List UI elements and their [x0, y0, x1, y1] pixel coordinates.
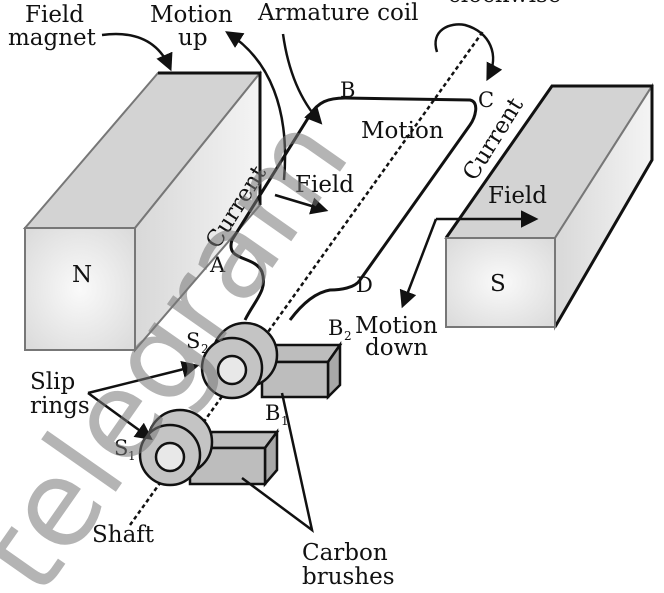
south-pole-label: S: [490, 271, 506, 297]
carbon-brushes-pointer: [241, 392, 314, 533]
b1-subscript: 1: [281, 414, 289, 428]
b2-label: B: [328, 316, 343, 340]
field-right-label: Field: [488, 183, 547, 209]
slip-rings-arrow-s1: [87, 391, 153, 441]
south-magnet-face: [445, 237, 556, 328]
carbon-brushes-label-line1: Carbon: [302, 540, 388, 566]
north-magnet: N: [22, 70, 263, 353]
slip-rings-label-line2: rings: [30, 393, 90, 419]
motion-up-label-line2: up: [178, 25, 208, 51]
clockwise-label: clockwise: [448, 0, 561, 8]
point-c-label: C: [478, 88, 494, 112]
field-magnet-label-line1: Field: [25, 2, 84, 28]
b1-label: B: [265, 401, 280, 425]
slip-rings-label-line1: Slip: [30, 369, 75, 395]
field-magnet-label-line2: magnet: [8, 25, 97, 51]
point-a-label: A: [209, 253, 226, 277]
shaft-label: Shaft: [92, 522, 155, 548]
motion-down-label-line1: Motion: [355, 313, 438, 339]
motion-up-label-line1: Motion: [150, 2, 233, 28]
motion-up-arrow: [225, 31, 287, 181]
s1-label: S: [114, 436, 128, 460]
north-pole-label: N: [72, 262, 92, 288]
armature-coil: [229, 96, 478, 321]
slip-rings-arrow-s2: [87, 360, 200, 395]
motion-down-label-line2: down: [365, 335, 428, 361]
point-b-label: B: [340, 78, 355, 102]
motion-down-arrow: [399, 218, 438, 309]
s1-subscript: 1: [128, 449, 136, 463]
carbon-brush-b2: [259, 341, 343, 401]
s2-subscript: 2: [201, 342, 209, 356]
south-magnet: S: [444, 82, 654, 331]
armature-coil-arrow: [281, 33, 323, 125]
north-magnet-face: [24, 227, 136, 351]
motion-mid-label: Motion: [361, 118, 444, 144]
b2-subscript: 2: [344, 329, 352, 343]
slip-ring-s1: [138, 408, 214, 487]
slip-ring-s2: [200, 321, 279, 400]
field-magnet-arrow: [101, 32, 173, 72]
carbon-brushes-label-line2: brushes: [302, 564, 395, 588]
clockwise-arrow: [434, 23, 503, 82]
field-left-label: Field: [295, 172, 354, 198]
point-d-label: D: [356, 273, 373, 297]
armature-coil-label: Armature coil: [257, 0, 419, 26]
s2-label: S: [186, 329, 200, 353]
field-left-arrow: [274, 193, 329, 215]
